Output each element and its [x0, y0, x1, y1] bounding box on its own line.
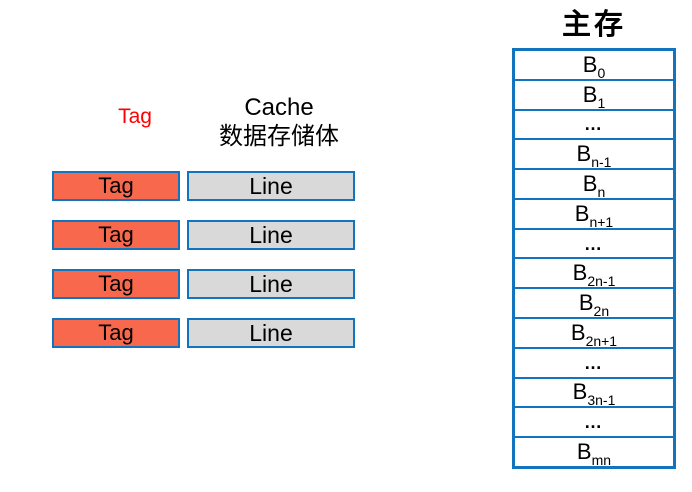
- memory-row-label: B3n-1: [572, 379, 616, 409]
- cache-header-line1: Cache: [244, 94, 314, 121]
- memory-row-subscript: 0: [597, 64, 606, 81]
- memory-row: Bn+1: [515, 200, 673, 230]
- line-box-label: Line: [249, 221, 293, 248]
- tag-box: Tag: [52, 318, 180, 348]
- cache-row: Tag Line: [52, 318, 355, 348]
- memory-row: B1: [515, 81, 673, 111]
- memory-row: Bn: [515, 170, 673, 200]
- tag-box-label: Tag: [98, 222, 134, 247]
- memory-row: B2n: [515, 289, 673, 320]
- memory-row: B3n-1: [515, 379, 673, 409]
- memory-row-label: Bn+1: [574, 200, 614, 230]
- memory-row-subscript: 1: [597, 94, 606, 111]
- memory-row-subscript: n: [597, 184, 606, 200]
- memory-row-label: Bn-1: [576, 141, 612, 171]
- tag-box-label: Tag: [98, 271, 134, 296]
- memory-row-subscript: 2n: [593, 303, 610, 320]
- memory-row-subscript: 3n-1: [587, 392, 616, 409]
- memory-row-ellipsis: …: [584, 233, 604, 254]
- cache-row: Tag Line: [52, 220, 355, 250]
- line-box: Line: [187, 220, 355, 250]
- memory-row: …: [515, 349, 673, 379]
- tag-box-label: Tag: [98, 173, 134, 198]
- tag-box-label: Tag: [98, 320, 134, 345]
- memory-row-label: B0: [582, 51, 606, 81]
- tag-box: Tag: [52, 171, 180, 201]
- cache-row: Tag Line: [52, 171, 355, 201]
- memory-row-label: Bn: [582, 171, 606, 200]
- memory-row: …: [515, 111, 673, 141]
- memory-row: …: [515, 408, 673, 439]
- memory-row-subscript: 2n-1: [587, 273, 616, 290]
- memory-row-ellipsis: …: [584, 352, 604, 373]
- memory-row: Bn-1: [515, 140, 673, 171]
- memory-row: B2n+1: [515, 319, 673, 349]
- line-box-label: Line: [249, 172, 293, 199]
- memory-row-label: B1: [582, 81, 606, 111]
- memory-row: B2n-1: [515, 259, 673, 290]
- tag-box: Tag: [52, 220, 180, 250]
- memory-row-subscript: mn: [591, 452, 612, 466]
- memory-row-label: B2n+1: [570, 319, 618, 349]
- line-box: Line: [187, 171, 355, 201]
- cache-header-line2: 数据存储体: [219, 123, 339, 150]
- memory-row-label: Bmn: [577, 441, 612, 466]
- memory-row-ellipsis: …: [584, 412, 604, 433]
- line-box: Line: [187, 318, 355, 348]
- line-box: Line: [187, 269, 355, 299]
- cache-column-header: Cache 数据存储体: [196, 94, 362, 152]
- tag-box: Tag: [52, 269, 180, 299]
- cache-row: Tag Line: [52, 269, 355, 299]
- tag-column-header: Tag: [118, 105, 152, 128]
- memory-row: …: [515, 230, 673, 260]
- line-box-label: Line: [249, 319, 293, 346]
- memory-row-subscript: n+1: [589, 213, 614, 230]
- memory-row: Bmn: [515, 438, 673, 466]
- memory-row-label: B2n: [578, 290, 610, 320]
- memory-row-subscript: n-1: [591, 154, 612, 171]
- memory-row-label: B2n-1: [572, 260, 616, 290]
- memory-row: B0: [515, 51, 673, 81]
- memory-row-ellipsis: …: [584, 114, 604, 135]
- line-box-label: Line: [249, 270, 293, 297]
- memory-row-subscript: 2n+1: [585, 332, 618, 349]
- main-memory-title: 主存: [561, 9, 626, 41]
